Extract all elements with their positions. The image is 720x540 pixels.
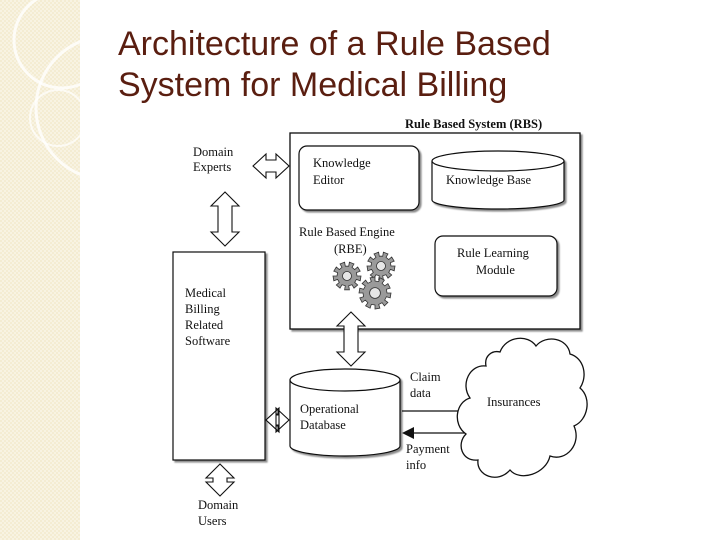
medical-software-label-4: Software xyxy=(185,334,231,348)
rule-engine-label-2: (RBE) xyxy=(334,242,367,256)
gear-hub xyxy=(376,261,386,271)
medical-software-label-2: Billing xyxy=(185,302,220,316)
slide-title-line-1: Architecture of a Rule Based xyxy=(118,25,551,63)
software-database-arrow-icon xyxy=(265,406,290,434)
rule-learning-label-1: Rule Learning xyxy=(457,246,530,260)
knowledge-base-cylinder xyxy=(431,150,565,210)
rbs-title: Rule Based System (RBS) xyxy=(405,117,542,131)
rule-engine-label-1: Rule Based Engine xyxy=(299,225,395,239)
domain-users-label-1: Domain xyxy=(198,498,239,512)
operational-db-label-1: Operational xyxy=(300,402,360,416)
medical-software-box xyxy=(172,251,266,461)
knowledge-base-label: Knowledge Base xyxy=(446,173,531,187)
claim-data-label-2: data xyxy=(410,386,431,400)
gear-hub xyxy=(342,271,352,281)
operational-db-label-2: Database xyxy=(300,418,346,432)
decorative-left-band xyxy=(0,0,80,540)
operational-database-cylinder xyxy=(289,368,401,457)
domain-experts-label-2: Experts xyxy=(193,160,231,174)
knowledge-editor-box xyxy=(298,145,420,211)
payment-info-label-2: info xyxy=(406,458,426,472)
gear-hub xyxy=(369,287,381,299)
slide-title: Architecture of a Rule Based System for … xyxy=(118,24,678,106)
decorative-circles xyxy=(12,0,180,182)
rule-learning-box xyxy=(434,235,558,297)
payment-info-arrowhead-icon xyxy=(402,427,414,439)
rule-learning-label-2: Module xyxy=(476,263,515,277)
insurances-label: Insurances xyxy=(487,395,541,409)
domain-users-label-2: Users xyxy=(198,514,227,528)
slide-title-line-2: System for Medical Billing xyxy=(118,66,508,104)
domain-experts-label-1: Domain xyxy=(193,145,234,159)
knowledge-editor-label-2: Editor xyxy=(313,173,345,187)
medical-software-label-1: Medical xyxy=(185,286,226,300)
medical-software-label-3: Related xyxy=(185,318,224,332)
claim-data-label-1: Claim xyxy=(410,370,441,384)
software-users-arrow-icon xyxy=(204,463,236,497)
payment-info-label-1: Payment xyxy=(406,442,450,456)
knowledge-editor-label-1: Knowledge xyxy=(313,156,371,170)
insurances-cloud xyxy=(456,337,588,478)
gears-icon xyxy=(332,251,396,310)
experts-editor-arrow-icon xyxy=(252,152,290,180)
experts-software-arrow-icon xyxy=(209,191,241,247)
rbs-database-arrow-icon xyxy=(335,311,367,367)
